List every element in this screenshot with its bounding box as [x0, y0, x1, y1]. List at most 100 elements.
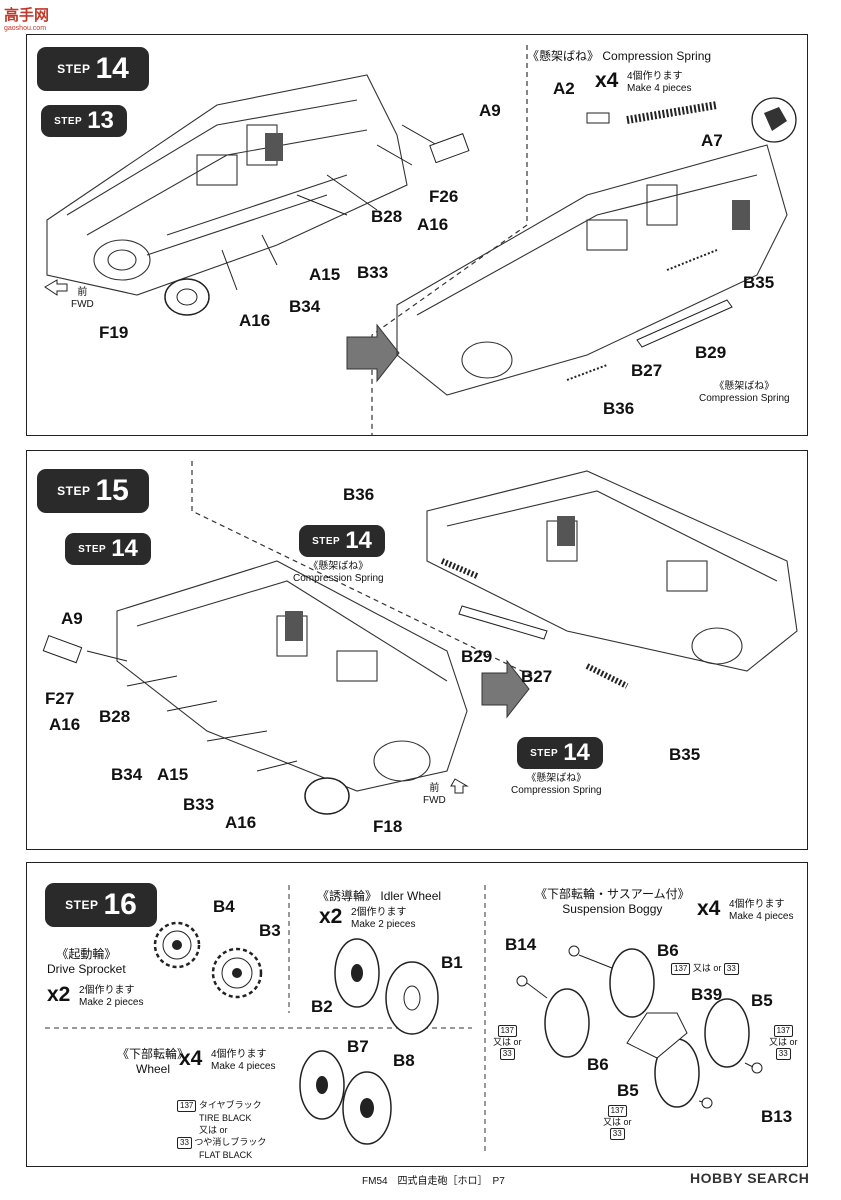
part-label: B5 [617, 1081, 639, 1100]
step16-badge: STEP 16 [45, 883, 157, 927]
or-text: 又は or [199, 1125, 228, 1135]
boggy-paint-note-top: 137 又は or 33 [671, 963, 739, 975]
paint-or: 又は or [603, 1117, 632, 1127]
step-number: 16 [103, 888, 137, 921]
spring-jp: 《懸架ばね》 [308, 561, 369, 572]
paint-or: 又は or [493, 1037, 522, 1047]
part-label: B5 [751, 991, 773, 1010]
step15-panel: STEP 15 STEP 14 STEP 14 《懸架ばね》 Compressi… [26, 450, 808, 850]
part-label: B29 [695, 343, 727, 362]
boggy-en: Suspension Boggy [562, 902, 663, 916]
sprocket-jp: 《起動輪》 [56, 947, 117, 961]
boggy-paint-note-bottom: 137 又は or 33 [603, 1105, 632, 1140]
spring2-en: Compression Spring [511, 785, 602, 796]
part-label: B14 [505, 935, 537, 954]
wheel-en: Wheel [136, 1062, 171, 1076]
wheel-count-note: 4個作ります Make 4 pieces [211, 1049, 275, 1073]
site-logo-sub: gaoshou.com [4, 25, 47, 32]
fwd-en: FWD [71, 299, 94, 310]
idler-jp: 《誘導輪》 [317, 889, 378, 903]
part-label: A16 [225, 813, 257, 832]
part-label: B27 [521, 667, 553, 686]
step-number: 13 [87, 107, 114, 134]
step16-drawing [45, 885, 763, 1153]
count-multiplier: x4 [595, 69, 619, 92]
part-label: B35 [743, 273, 775, 292]
boggy-count-note: 4個作ります Make 4 pieces [729, 899, 793, 923]
boggy-paint-note-left: 137 又は or 33 [493, 1025, 522, 1060]
step14-ref-badge: STEP 14 [65, 533, 151, 565]
count-note: 4個作ります Make 4 pieces [627, 71, 691, 95]
boggy-count: x4 [697, 897, 721, 920]
sprocket-caption: 《起動輪》 Drive Sprocket [47, 947, 126, 977]
part-label: B7 [347, 1037, 369, 1056]
sprocket-count-note: 2個作ります Make 2 pieces [79, 985, 143, 1009]
step-number: 15 [95, 474, 129, 507]
idler-count-note: 2個作ります Make 2 pieces [351, 907, 415, 931]
paint-code: 33 [775, 1048, 791, 1060]
step-number: 14 [95, 52, 129, 85]
paint-code: 137 [607, 1105, 627, 1117]
spring-title: 《懸架ばね》 Compression Spring [527, 49, 711, 64]
part-label: A7 [701, 131, 723, 150]
step13-ref-badge: STEP 13 [41, 105, 127, 137]
paint-code: 137 [773, 1025, 793, 1037]
fwd-label: 前 FWD [71, 287, 94, 311]
step-number: 14 [111, 535, 138, 562]
part-label: A2 [553, 79, 575, 98]
spring2-jp: 《懸架ばね》 [526, 773, 587, 784]
spring-en: Compression Spring [293, 573, 384, 584]
paint-code: 33 [609, 1128, 625, 1140]
spring-title-jp: 《懸架ばね》 [527, 49, 600, 63]
step-word: STEP [65, 898, 99, 912]
spring-caption-2: 《懸架ばね》 Compression Spring [511, 773, 602, 797]
paint-code: 137 [497, 1025, 517, 1037]
step-word: STEP [78, 543, 107, 555]
part-label: A9 [61, 609, 83, 628]
part-label: F26 [429, 187, 459, 206]
site-logo-text: 高手网 [4, 7, 50, 24]
part-label: A15 [157, 765, 189, 784]
spring-note-en: Compression Spring [699, 393, 790, 404]
count-jp: 4個作ります [729, 899, 785, 910]
part-label: A15 [309, 265, 341, 284]
wheel-jp: 《下部転輪》 [117, 1047, 190, 1061]
spring-note-jp: 《懸架ばね》 [714, 381, 775, 392]
page-footer: FM54 四式自走砲［ホロ］ P7 [362, 1176, 505, 1187]
step14-drawing [44, 45, 797, 435]
paint-or: 又は or [769, 1037, 798, 1047]
fwd-jp: 前 [429, 783, 440, 794]
sprocket-en: Drive Sprocket [47, 962, 126, 976]
part-label: B1 [441, 953, 463, 972]
part-label: B3 [259, 921, 281, 940]
paint-code: 33 [499, 1048, 515, 1060]
part-label: B28 [99, 707, 131, 726]
part-label: B27 [631, 361, 663, 380]
fwd-en: FWD [423, 795, 446, 806]
fwd-jp: 前 [77, 287, 88, 298]
color2-jp: つや消しブラック [194, 1137, 267, 1147]
part-label: A16 [417, 215, 449, 234]
spring-note: 《懸架ばね》 Compression Spring [699, 381, 790, 405]
part-label: B36 [343, 485, 375, 504]
count-jp: 4個作ります [211, 1049, 267, 1060]
count-en: Make 4 pieces [627, 83, 692, 94]
sprocket-count: x2 [47, 983, 71, 1006]
paint-legend: 137 タイヤブラック TIRE BLACK 又は or 33 つや消しブラック… [177, 1099, 266, 1161]
part-label: B4 [213, 897, 235, 916]
part-label: B6 [657, 941, 679, 960]
part-label: B36 [603, 399, 635, 418]
part-label: A9 [479, 101, 501, 120]
part-label: F19 [99, 323, 129, 342]
part-label: B34 [111, 765, 143, 784]
color2-en: FLAT BLACK [199, 1150, 253, 1160]
wheel-count: x4 [179, 1047, 203, 1070]
idler-count: x2 [319, 905, 343, 928]
color1-jp: タイヤブラック [198, 1100, 262, 1110]
step15-drawing [42, 461, 798, 815]
part-label: B6 [587, 1055, 609, 1074]
paint-code: 33 [723, 963, 739, 975]
step-word: STEP [54, 115, 83, 127]
step-word: STEP [530, 747, 559, 759]
paint-code: 137 [671, 963, 691, 975]
